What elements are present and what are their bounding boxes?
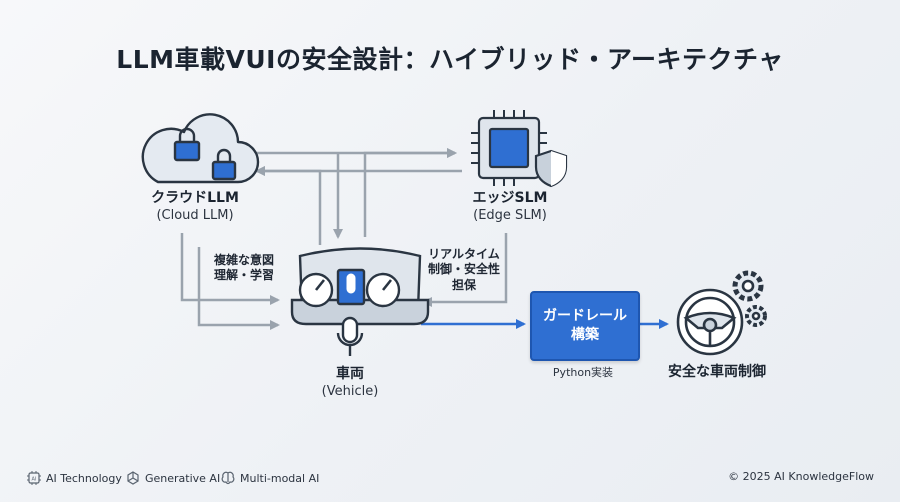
footer-tag-ai-technology: AI AI Technology (26, 470, 122, 486)
brain-icon (221, 471, 235, 485)
cloud-llm-label: クラウドLLM (Cloud LLM) (130, 190, 260, 225)
vehicle-sub: (Vehicle) (321, 383, 379, 399)
ai-chip-icon: AI (27, 471, 41, 485)
microphone-icon (336, 316, 364, 356)
safe-control-label: 安全な車両制御 (668, 364, 766, 380)
svg-text:AI: AI (32, 477, 37, 483)
edge-slm-name: エッジSLM (472, 190, 548, 206)
guardrail-box: ガードレール 構築 (530, 291, 640, 361)
edge-role-line3: 担保 (451, 277, 476, 292)
knot-icon (127, 471, 139, 485)
footer-tag-label: Multi-modal AI (240, 471, 320, 485)
footer-tag-label: Generative AI (145, 471, 221, 485)
arrow-cloud-down-to-vehicle (180, 233, 280, 305)
cloud-llm-name: クラウドLLM (151, 190, 239, 206)
guardrail-line1: ガードレール (543, 308, 627, 325)
cloud-role-line2: 理解・学習 (213, 268, 274, 283)
guardrail-line2: 構築 (571, 327, 599, 343)
chip-shield-icon (471, 110, 568, 188)
arrow-edge-to-vehicle-side (422, 233, 508, 307)
edge-role-line1: リアルタイム (428, 247, 500, 261)
arrow-vehicle-up (255, 166, 322, 245)
edge-role-note: リアルタイム 制御・安全性 担保 (420, 247, 508, 293)
guardrail-note: Python実装 (552, 366, 614, 379)
cloud-role-line1: 複雑な意図 (213, 253, 274, 267)
cloud-role-note: 複雑な意図 理解・学習 (204, 253, 284, 284)
cloud-lock-icon (141, 113, 260, 184)
footer-tag-label: AI Technology (46, 471, 122, 485)
edge-slm-sub: (Edge SLM) (473, 207, 547, 223)
arrow-cloud-loop-to-vehicle (197, 247, 280, 330)
arrow-edge-to-vehicle (363, 148, 457, 237)
vehicle-name: 車両 (336, 366, 364, 382)
steering-gear-icon (676, 270, 767, 356)
vehicle-label: 車両 (Vehicle) (300, 366, 400, 401)
footer-tag-multimodal-ai: Multi-modal AI (220, 470, 319, 486)
page-title: LLM車載VUIの安全設計：ハイブリッド・アーキテクチャ (116, 45, 784, 74)
cloud-llm-sub: (Cloud LLM) (156, 207, 234, 223)
dashboard-mic-icon (290, 247, 430, 326)
edge-slm-label: エッジSLM (Edge SLM) (450, 190, 570, 225)
footer-tag-generative-ai: Generative AI (125, 470, 220, 486)
copyright: © 2025 AI KnowledgeFlow (728, 470, 874, 483)
edge-role-line2: 制御・安全性 (427, 262, 500, 277)
